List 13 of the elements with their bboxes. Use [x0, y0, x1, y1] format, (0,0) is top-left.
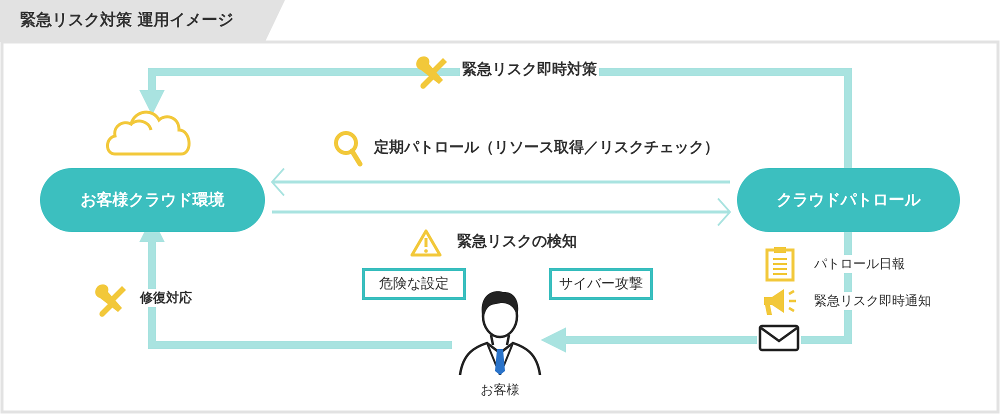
- rounded-box: お客様クラウド環境: [40, 168, 265, 232]
- text-label: パトロール日報: [812, 255, 907, 273]
- outlined-box: 危険な設定: [362, 268, 466, 300]
- edge-label: 緊急リスク即時対策: [460, 60, 599, 79]
- person-label: お客様: [480, 382, 520, 399]
- rounded-box: クラウドパトロール: [737, 168, 960, 232]
- edge-label: 修復対応: [138, 289, 194, 307]
- title: 緊急リスク対策 運用イメージ: [20, 10, 234, 31]
- text-label: 緊急リスク即時通知: [812, 292, 933, 310]
- text-label: 緊急リスクの検知: [455, 232, 579, 251]
- arrow: [272, 198, 731, 226]
- arrow: [271, 168, 730, 196]
- outlined-box: サイバー攻撃: [549, 268, 653, 300]
